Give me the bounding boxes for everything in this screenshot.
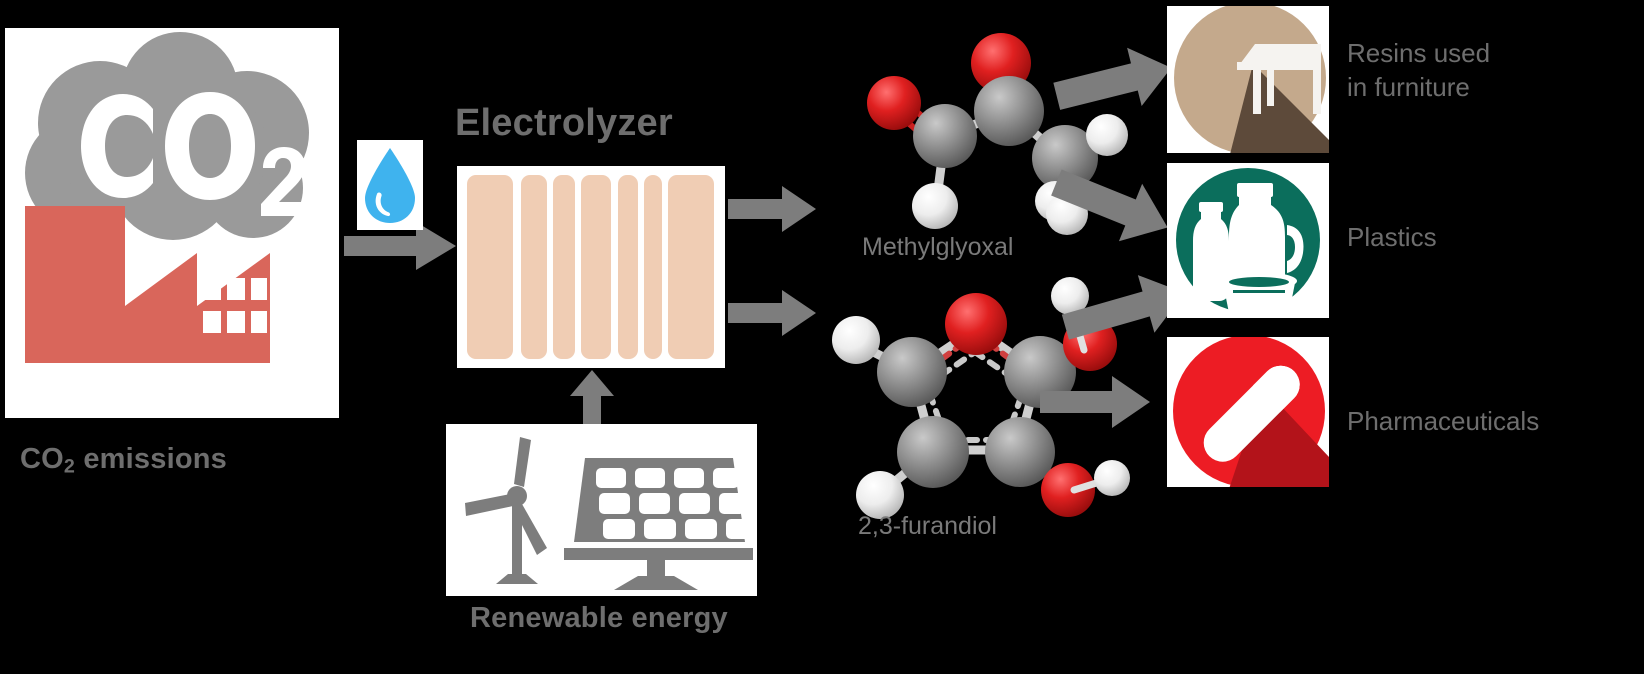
arrow-renewable-to-electrolyzer (570, 370, 614, 426)
arrow-electrolyzer-to-methylglyoxal (728, 186, 816, 232)
hydrogen-atom (1086, 114, 1128, 156)
furandiol-molecule (790, 262, 1117, 519)
hydrogen-atom (1094, 460, 1130, 496)
resins-label: Resins used in furniture (1347, 36, 1490, 105)
electrolyzer-stripe (668, 175, 714, 359)
electrolyzer-stripe (467, 175, 513, 359)
electrolyzer-stripe (581, 175, 611, 359)
co2-label-subscript: 2 (63, 455, 76, 478)
pharmaceuticals-label-line1: Pharmaceuticals (1347, 406, 1540, 436)
plastics-label-line1: Plastics (1347, 222, 1437, 252)
water-panel (357, 140, 423, 230)
electrolyzer-title: Electrolyzer (455, 102, 673, 144)
plastics-label: Plastics (1347, 220, 1437, 254)
arrow-furandiol-to-plastics (1061, 270, 1187, 350)
arrow-methylglyoxal-to-resins (1053, 42, 1173, 122)
carbon-atom (897, 416, 969, 488)
hydroxyl-oxygen-atom (1041, 463, 1095, 517)
carbon-atom (913, 104, 977, 168)
emissions-label-text: emissions (75, 443, 227, 475)
pill-capsule-icon (1173, 337, 1329, 487)
furniture-table-icon (1174, 6, 1329, 153)
plastics-icon-panel (1167, 163, 1329, 318)
water-droplet-icon (365, 148, 415, 223)
pharmaceuticals-icon-panel (1167, 337, 1329, 487)
co2-label-text: CO (20, 443, 64, 475)
arrow-electrolyzer-to-furandiol (728, 290, 816, 336)
co2-emissions-icon (25, 32, 309, 363)
wind-turbine-icon (465, 437, 547, 584)
resins-icon-panel (1167, 6, 1329, 153)
oxygen-atom (867, 76, 921, 130)
electrolyzer-stripe (644, 175, 662, 359)
plastic-bottles-icon (1176, 168, 1320, 313)
pharmaceuticals-label: Pharmaceuticals (1347, 404, 1539, 438)
arrow-methylglyoxal-to-plastics (1051, 160, 1172, 250)
carbon-atom (985, 417, 1055, 487)
renewable-energy-label: Renewable energy (470, 602, 728, 634)
carbon-atom (974, 76, 1044, 146)
co2-emissions-label: CO2 emissions (20, 443, 227, 478)
carbon-atom (877, 337, 947, 407)
renewable-energy-panel (446, 424, 757, 596)
solar-panel-icon (564, 458, 753, 590)
resins-label-line2: in furniture (1347, 72, 1470, 103)
electrolyzer-stripe (618, 175, 638, 359)
arrow-co2-to-electrolyzer (344, 222, 456, 270)
arrow-furandiol-to-pharmaceuticals (1040, 376, 1150, 428)
electrolyzer-stripe (521, 175, 547, 359)
ring-oxygen-atom (945, 293, 1007, 355)
furandiol-caption: 2,3-furandiol (858, 512, 997, 540)
carbon-atom (1004, 336, 1076, 408)
hydrogen-atom (832, 316, 880, 364)
carbon-atom (1032, 125, 1098, 191)
resins-label-line1: Resins used (1347, 38, 1491, 68)
electrolyzer-stripe (553, 175, 575, 359)
methylglyoxal-caption: Methylglyoxal (862, 233, 1014, 261)
hydrogen-atom (856, 471, 904, 519)
co2-emissions-panel (5, 28, 339, 418)
electrolyzer-panel (457, 166, 725, 368)
hydrogen-atom (912, 183, 958, 229)
hydrogen-atom (1051, 277, 1089, 315)
